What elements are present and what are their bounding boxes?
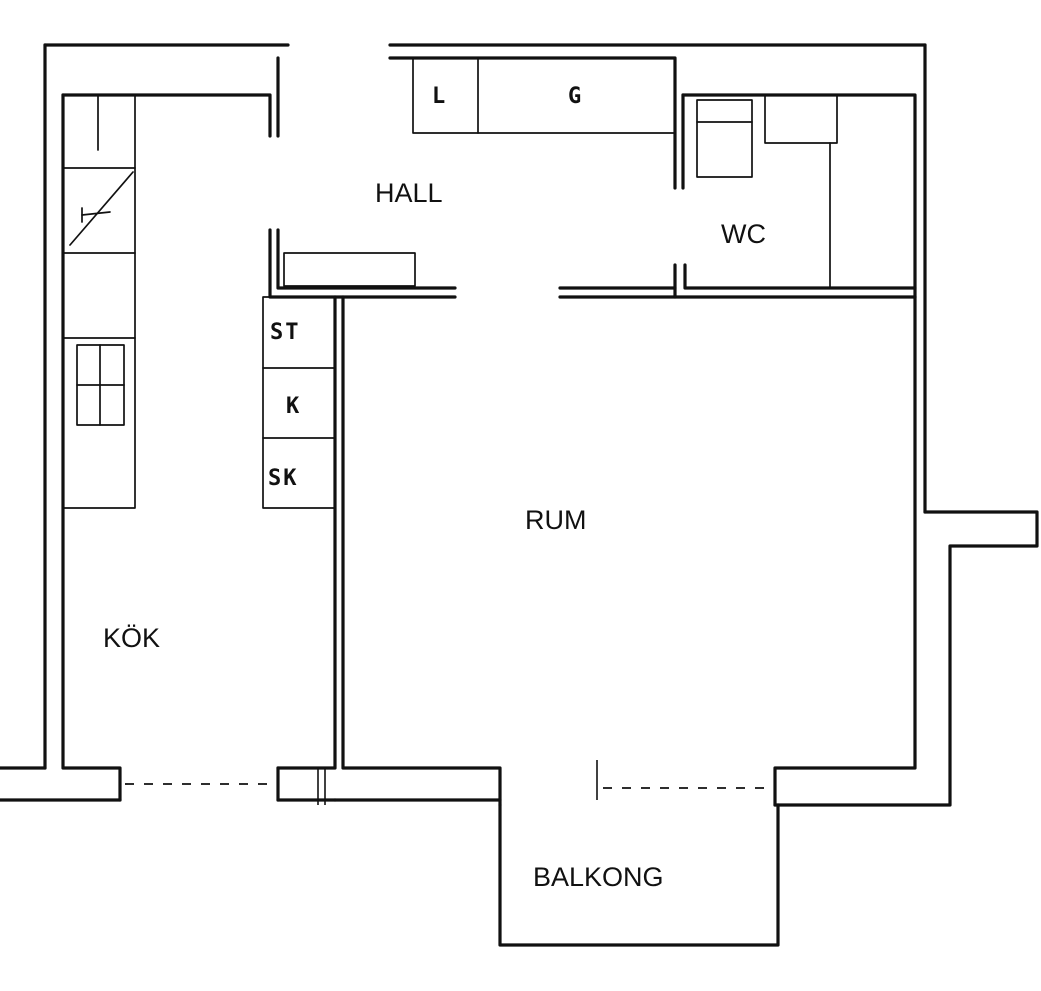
room-label-kok: KÖK: [103, 623, 161, 653]
room-label-balkong: BALKONG: [533, 862, 664, 892]
fixture-label-linen: L: [432, 84, 448, 109]
kitchen-counter: [62, 94, 136, 509]
room-label-wc: WC: [721, 219, 766, 249]
stove-icon: [76, 344, 125, 426]
fixture-label-broom: SK: [268, 466, 299, 491]
room-label-rum: RUM: [525, 505, 587, 535]
room-label-hall: HALL: [375, 178, 443, 208]
tall-cabinets: [262, 296, 336, 509]
outer-walls: [0, 43, 1039, 807]
hall-walls: [268, 56, 917, 807]
hat-shelf: [283, 252, 416, 287]
fixture-label-fridge: K: [286, 394, 302, 419]
hall-closets: [412, 57, 676, 134]
fixture-label-wardrobe: G: [568, 84, 584, 109]
wc-fixtures: [696, 94, 838, 289]
window-lines: [125, 760, 772, 805]
fixture-label-cleaning: ST: [270, 320, 301, 345]
kitchen-walls: [61, 56, 502, 807]
sink-icon: [69, 171, 134, 246]
balcony-outline: [498, 803, 780, 947]
